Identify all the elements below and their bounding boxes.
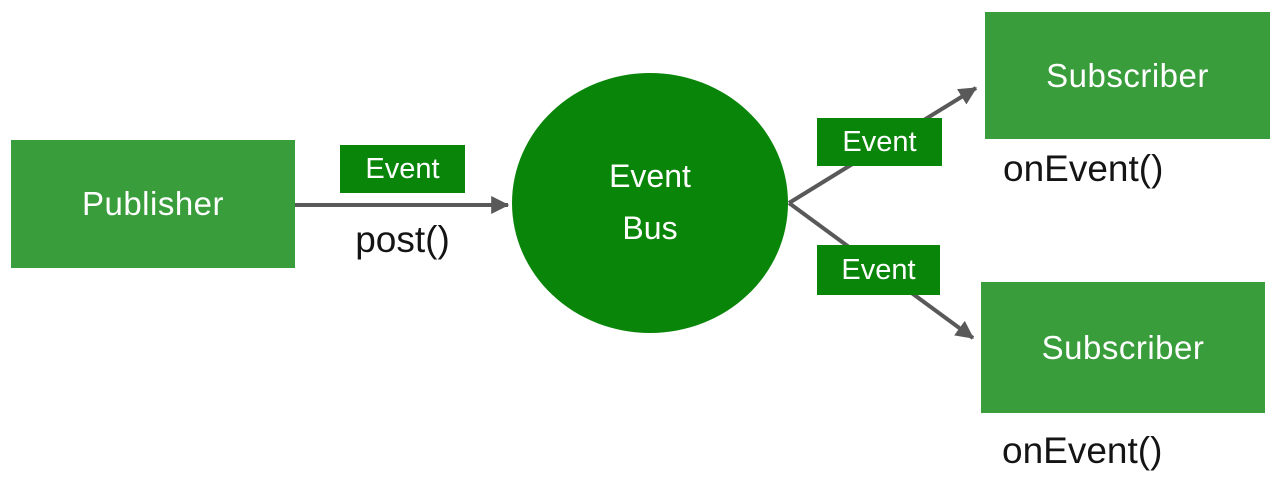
onevent-bottom-method-label: onEvent() bbox=[1002, 430, 1163, 471]
publisher-label: Publisher bbox=[81, 185, 225, 222]
event-tag-publish-label: Event bbox=[365, 152, 440, 185]
event-bus-node: Event Bus bbox=[512, 73, 788, 333]
post-method-label: post() bbox=[355, 219, 450, 260]
subscriber-top-label: Subscriber bbox=[1046, 56, 1209, 94]
event-bus-label-line2: Bus bbox=[622, 210, 678, 246]
event-bus-label-line1: Event bbox=[609, 158, 691, 195]
event-tag-deliver-top: Event bbox=[817, 118, 942, 166]
event-tag-deliver-bottom: Event bbox=[817, 245, 940, 295]
event-tag-publish: Event bbox=[340, 145, 465, 193]
onevent-top-method-label: onEvent() bbox=[1003, 148, 1164, 189]
subscriber-bottom-node: Subscriber bbox=[981, 282, 1265, 413]
subscriber-bottom-label: Subscriber bbox=[1041, 328, 1205, 366]
publisher-node: Publisher bbox=[11, 140, 295, 268]
subscriber-top-node: Subscriber bbox=[985, 12, 1270, 139]
event-tag-deliver-top-label: Event bbox=[842, 125, 917, 158]
event-tag-deliver-bottom-label: Event bbox=[841, 253, 916, 286]
